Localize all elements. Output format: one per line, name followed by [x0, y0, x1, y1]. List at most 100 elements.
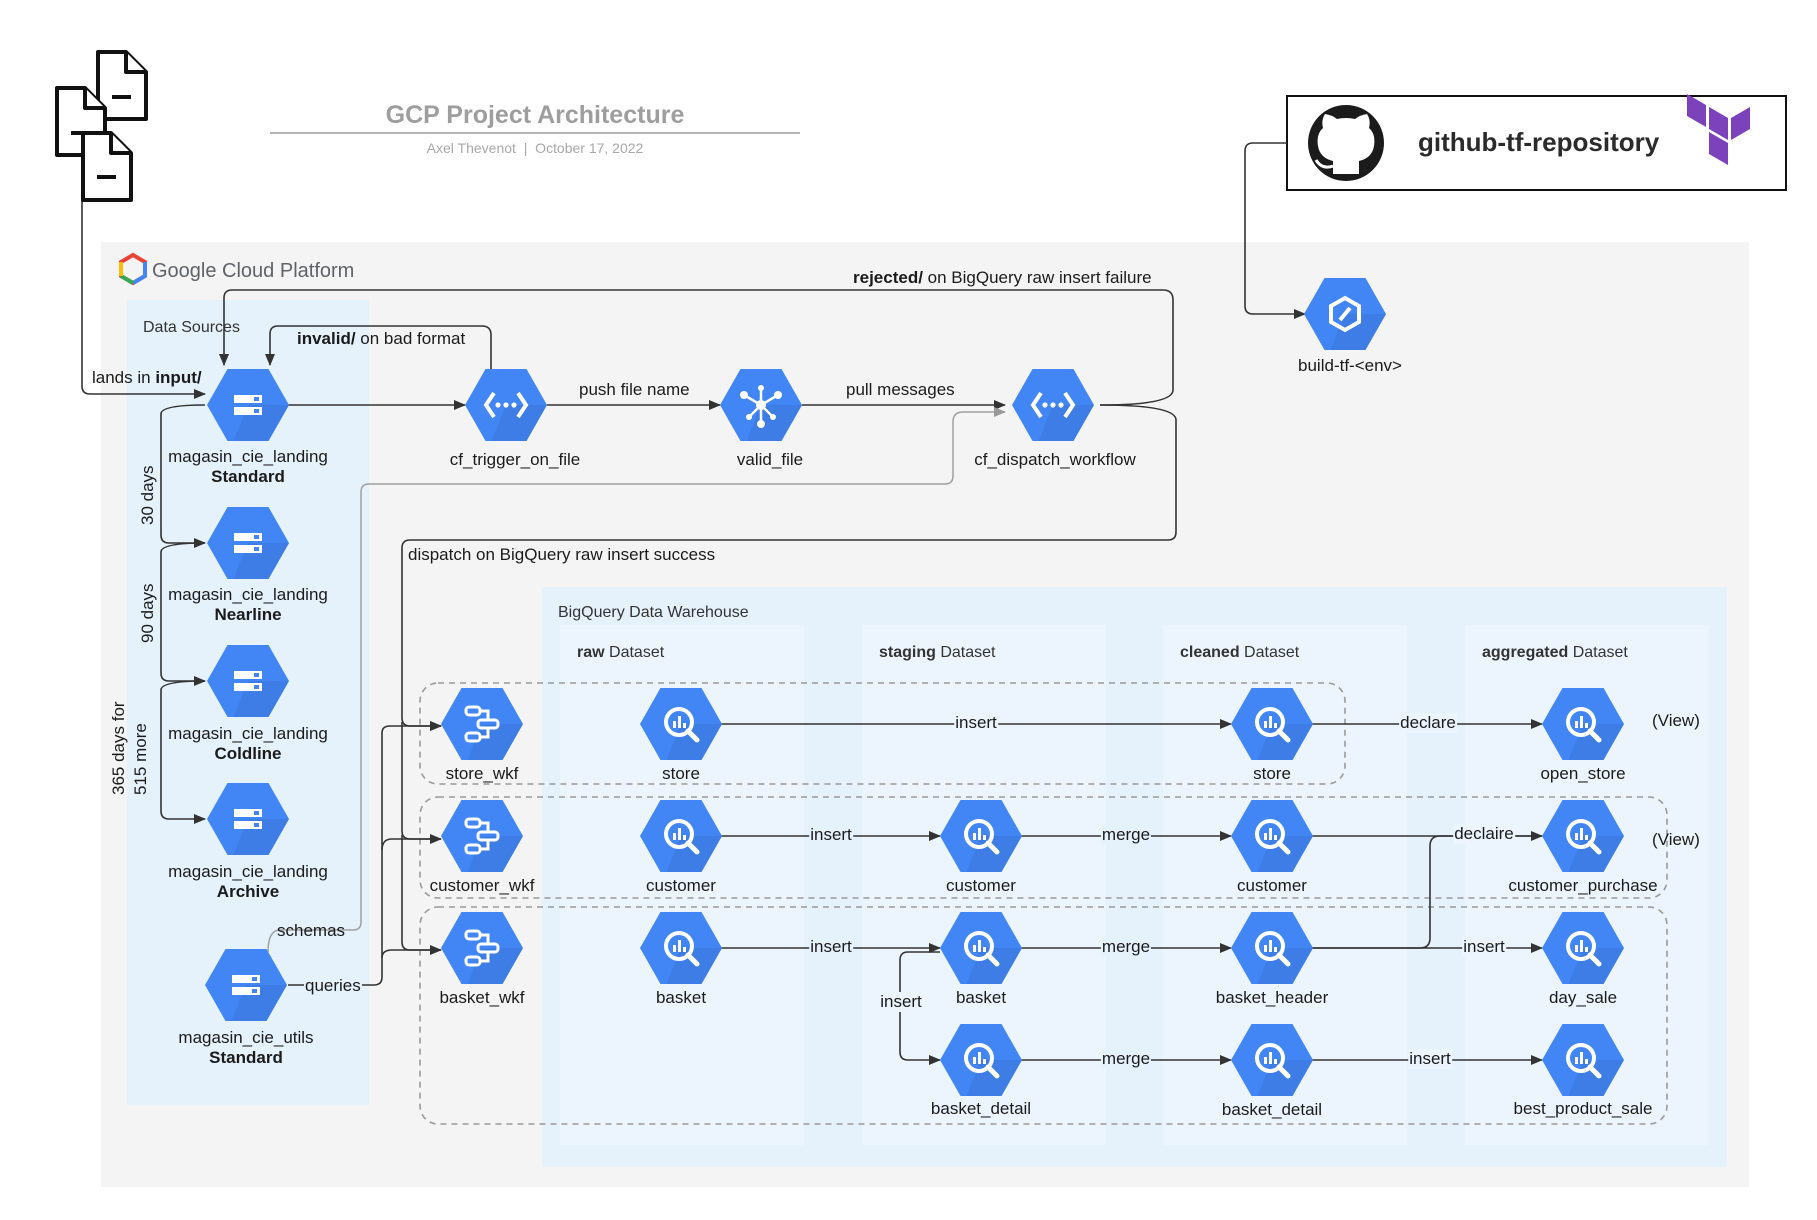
github-repo-label: github-tf-repository	[1418, 127, 1660, 157]
stg-basket-detail-label: basket_detail	[930, 1099, 1032, 1118]
customer-declaire-label: declaire	[1453, 824, 1515, 845]
transition-90-edge	[160, 542, 206, 686]
schemas-edge	[267, 407, 1006, 953]
staging-dataset-title: staging Dataset	[879, 643, 995, 662]
bigquery-icon	[1542, 800, 1624, 872]
invalid-label: invalid/ on bad format	[297, 329, 465, 349]
queries-basket-edge	[381, 949, 441, 959]
diagram-date: October 17, 2022	[535, 140, 644, 156]
agg-open-store-label: open_store	[1540, 764, 1626, 783]
bucket-name: magasin_cie_landing	[168, 585, 328, 604]
bucket-icon	[207, 783, 289, 855]
data-sources-title: Data Sources	[143, 319, 240, 336]
store-insert-label: insert	[954, 713, 998, 734]
basket-insert-label: insert	[809, 937, 853, 958]
agg-best-product-sale-label: best_product_sale	[1513, 1099, 1653, 1118]
aggregated-dataset-title: aggregated Dataset	[1482, 643, 1628, 662]
aggregated-bold: aggregated	[1482, 644, 1569, 661]
invalid-rest: on bad format	[355, 329, 466, 348]
pubsub-icon	[720, 369, 802, 441]
stg-basket-label: basket	[955, 988, 1007, 1007]
open-store-view-tag: (View)	[1652, 711, 1700, 730]
store-declare-label: declare	[1399, 713, 1457, 734]
push-file-name-label: push file name	[579, 380, 690, 399]
queries-store-edge	[288, 721, 442, 986]
author-name: Axel Thevenot	[426, 140, 516, 156]
bigquery-icon	[1231, 800, 1313, 872]
customer-purchase-view-tag: (View)	[1652, 830, 1700, 849]
basket-merge-label: merge	[1100, 937, 1152, 958]
bucket-icon	[207, 645, 289, 717]
bucket-icon	[207, 507, 289, 579]
day-sale-insert-label: insert	[1462, 937, 1506, 958]
terraform-icon	[1687, 94, 1750, 165]
basket-group	[419, 906, 1668, 1125]
author-date-line: Axel Thevenot | October 17, 2022	[427, 140, 644, 157]
bigquery-icon	[640, 800, 722, 872]
files-icon	[55, 50, 148, 202]
bigquery-icon	[940, 800, 1022, 872]
workflow-icon	[441, 912, 523, 984]
bucket-name: magasin_cie_landing	[168, 724, 328, 743]
cf-dispatch-label: cf_dispatch_workflow	[974, 450, 1136, 469]
retention-90-label: 90 days	[138, 583, 157, 643]
bigquery-icon	[1231, 688, 1313, 760]
bucket-name: magasin_cie_landing	[168, 862, 328, 881]
bucket-name: magasin_cie_utils	[178, 1028, 314, 1047]
retention-365-line1: 365 days for	[109, 701, 128, 795]
basket-detail-merge-label: merge	[1100, 1049, 1152, 1070]
raw-rest: Dataset	[604, 644, 665, 661]
staging-bold: staging	[879, 644, 936, 661]
github-build-edge	[1244, 142, 1306, 319]
gcp-logo-icon	[119, 252, 147, 286]
aggregated-rest: Dataset	[1568, 644, 1628, 661]
bigquery-icon	[1231, 912, 1313, 984]
bucket-class: Standard	[209, 1048, 283, 1068]
customer-insert-label: insert	[809, 825, 853, 846]
raw-basket-label: basket	[655, 988, 707, 1007]
stg-customer-label: customer	[946, 876, 1016, 895]
customer-group	[419, 796, 1668, 899]
invalid-edge	[265, 325, 492, 370]
cf-trigger-label: cf_trigger_on_file	[449, 450, 581, 469]
bigquery-icon	[640, 912, 722, 984]
bucket-icon	[205, 949, 287, 1021]
cln-customer-label: customer	[1237, 876, 1307, 895]
build-tf-label: build-tf-<env>	[1298, 356, 1402, 375]
valid-file-topic-label: valid_file	[736, 450, 804, 469]
bucket-class: Coldline	[214, 744, 282, 764]
cloud-build-icon	[1304, 278, 1386, 350]
bucket-icon	[207, 369, 289, 441]
staging-rest: Dataset	[935, 644, 996, 661]
separator: |	[523, 140, 528, 156]
schemas-label: schemas	[277, 921, 346, 940]
pull-messages-label: pull messages	[846, 380, 955, 399]
rejected-edge	[219, 289, 1174, 406]
customer-merge-label: merge	[1100, 825, 1152, 846]
lands-edge	[81, 192, 206, 399]
workflow-icon	[441, 688, 523, 760]
customer-wkf-label: customer_wkf	[429, 876, 535, 895]
basket-wkf-label: basket_wkf	[439, 988, 525, 1007]
raw-dataset-title: raw Dataset	[577, 643, 664, 662]
rejected-bold: rejected/	[853, 268, 923, 287]
queries-customer-edge	[381, 838, 441, 851]
raw-bold: raw	[577, 644, 605, 661]
cln-basket-header-label: basket_header	[1215, 988, 1329, 1007]
store-group	[419, 682, 1346, 785]
bigquery-icon	[1542, 1024, 1624, 1096]
bigquery-title: BigQuery Data Warehouse	[558, 604, 749, 621]
cleaned-dataset-title: cleaned Dataset	[1180, 643, 1299, 662]
retention-365-line2: 515 more	[131, 723, 151, 795]
store-wkf-label: store_wkf	[445, 764, 519, 783]
invalid-bold: invalid/	[297, 329, 356, 348]
basket-detail-insert-label: insert	[879, 992, 923, 1013]
lands-prefix: lands in	[92, 368, 156, 387]
